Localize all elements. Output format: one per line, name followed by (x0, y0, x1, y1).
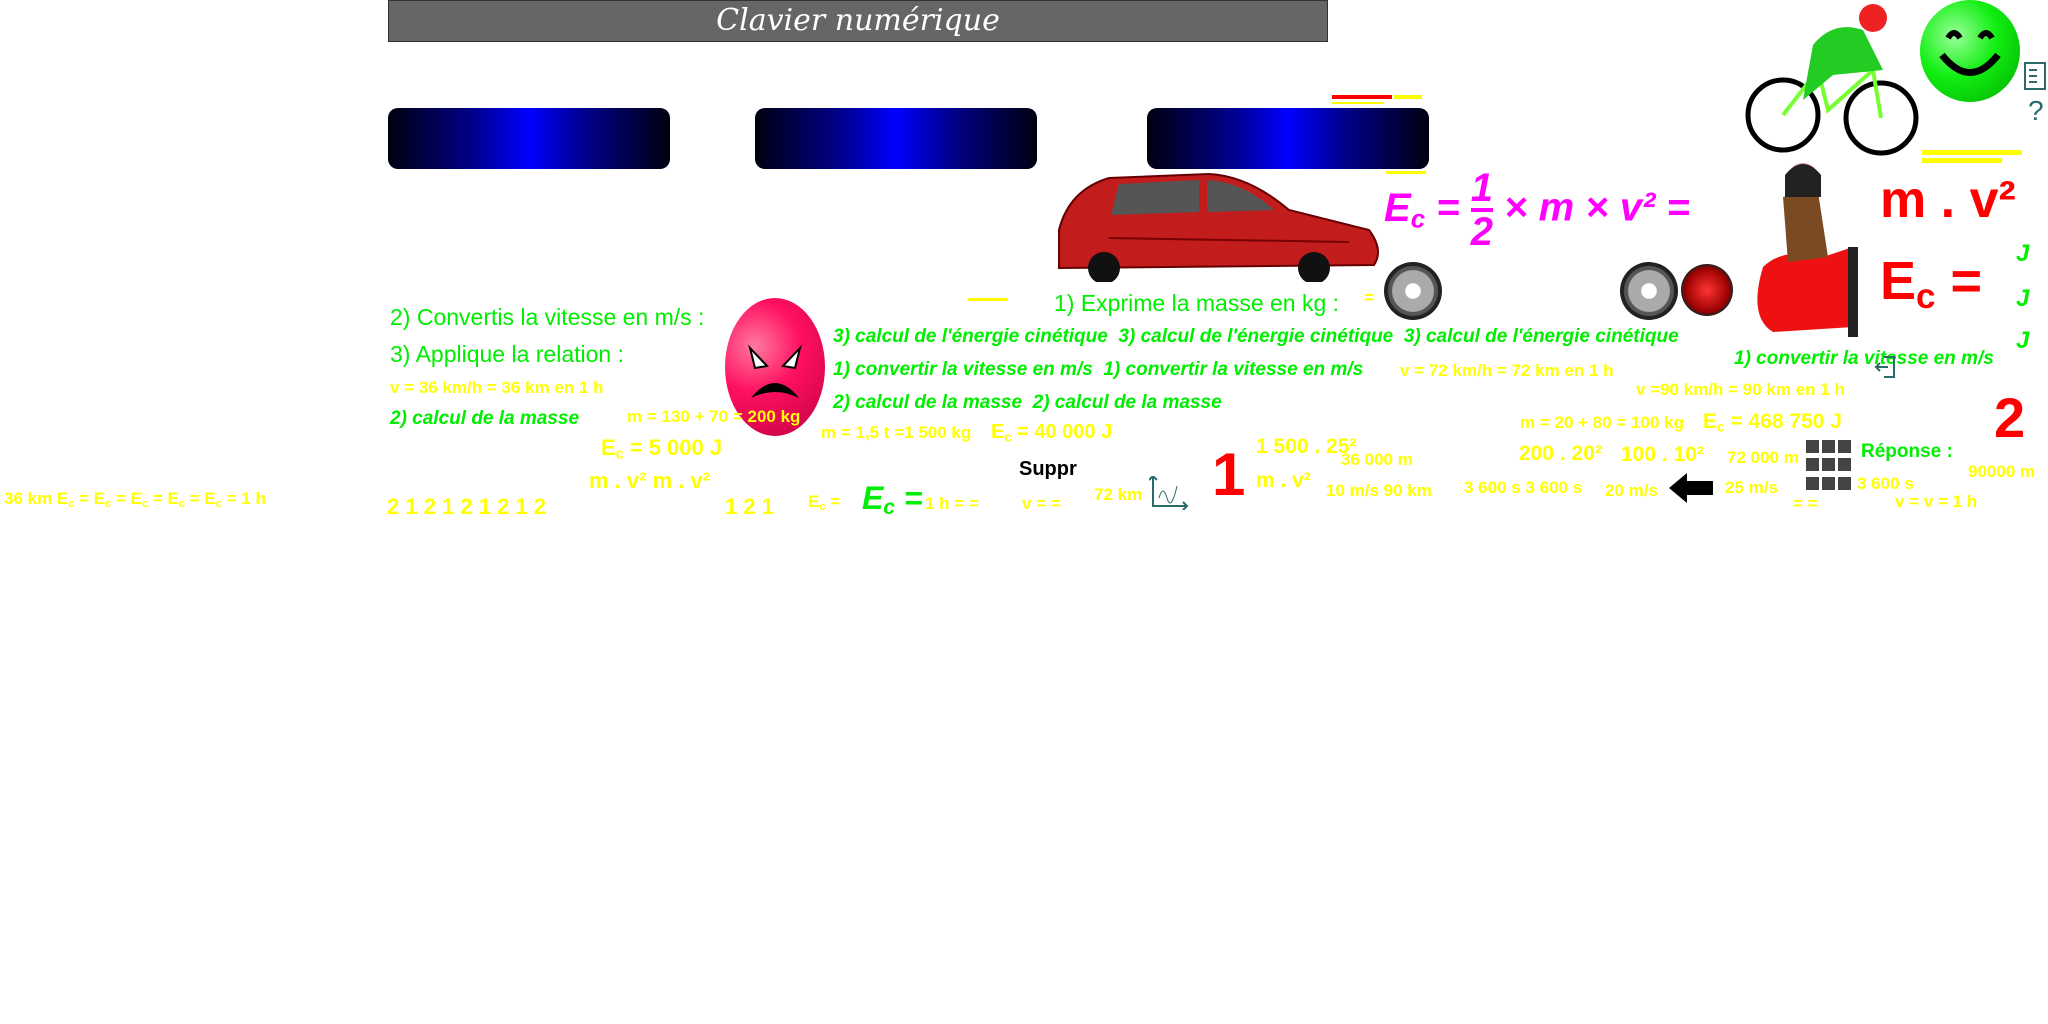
blue-button-2[interactable] (755, 108, 1037, 169)
v36-text: v = 36 km/h = 36 km en 1 h (390, 378, 604, 397)
step-energy: 3) calcul de l'énergie cinétique (1118, 326, 1394, 347)
v-equals-text: v = v = 1 h (1895, 492, 1978, 511)
time-3600-pair: 3 600 s 3 600 s (1464, 478, 1583, 497)
exit-icon[interactable] (1874, 355, 1896, 379)
big-number-two: 2 (1994, 386, 2026, 449)
checklist-icon[interactable]: ? (2024, 62, 2046, 124)
step-convert: 1) convertir la vitesse en m/s (1103, 359, 1364, 380)
calc-200: 200 . 20² (1519, 442, 1602, 465)
keypad-icon[interactable] (1806, 440, 1852, 492)
step-energy: 3) calcul de l'énergie cinétique (1403, 326, 1679, 347)
calc-1500: 1 500 . 25² (1256, 435, 1357, 458)
reponse-label: Réponse : (1861, 441, 1953, 462)
page-title: Clavier numérique (716, 3, 1000, 38)
ec40000-text: Ec = 40 000 J (991, 421, 1113, 445)
convert-steps: 1) convertir la vitesse en m/s 1) conver… (833, 359, 1363, 381)
yellow-line-decoration (1386, 171, 1426, 174)
step-convert: 1) convertir la vitesse en m/s (833, 359, 1093, 380)
blue-button-3[interactable] (1147, 108, 1429, 169)
instruction-mass: 1) Exprime la masse en kg : (1054, 290, 1340, 316)
yellow-line-decoration (1922, 150, 2022, 155)
mv2-pair-text: m . v² m . v² (589, 468, 711, 493)
svg-text:?: ? (2028, 95, 2044, 124)
step-mass-left: 2) calcul de la masse (390, 408, 580, 429)
title-bar: Clavier numérique (388, 0, 1328, 42)
mv2-text: m . v² (1256, 469, 1311, 492)
v-equals: v = = (1022, 494, 1061, 513)
digit-row-2: 1 2 1 (725, 494, 774, 519)
ec-big-green: Ec = (862, 480, 923, 520)
step-mass: 2) calcul de la masse (833, 392, 1023, 413)
ec468750-text: Ec = 468 750 J (1703, 410, 1842, 435)
yellow-line-decoration (1394, 95, 1422, 99)
red-car-image (1058, 172, 1379, 282)
joule-unit: J (2016, 327, 2030, 354)
distance-36000: 36 000 m (1341, 450, 1413, 469)
back-arrow-icon[interactable] (1669, 473, 1713, 503)
speed-10: 10 m/s 90 km (1326, 481, 1432, 500)
formula-denominator: 2 (1470, 210, 1494, 254)
m200-text: m = 130 + 70 = 200 kg (627, 407, 801, 426)
big-ec-text: Ec = (1880, 251, 1983, 316)
calc-100: 100 . 10² (1621, 443, 1704, 466)
big-mv2-text: m . v² (1880, 171, 2016, 229)
wheel-icon[interactable] (1620, 262, 1678, 320)
red-line-decoration (1332, 95, 1392, 99)
formula-equals: = (1436, 185, 1460, 230)
suppr-button[interactable]: Suppr (1019, 458, 1077, 480)
joule-unit: J (2016, 285, 2030, 312)
formula-rest: × m × v² = (1504, 185, 1690, 230)
bottom-left-row: 36 km Ec = Ec = Ec = Ec = Ec = 1 h (4, 489, 266, 510)
kinetic-energy-formula: Ec = 1 2 × m × v² = (1384, 168, 1690, 252)
angry-face-icon (725, 298, 825, 436)
digit-row: 2 1 2 1 2 1 2 1 2 (387, 494, 547, 519)
yellow-line-decoration (1922, 158, 2002, 163)
energy-steps: 3) calcul de l'énergie cinétique 3) calc… (833, 326, 1679, 348)
speed-20: 20 m/s (1605, 481, 1658, 500)
step-energy: 3) calcul de l'énergie cinétique (833, 326, 1108, 347)
ec5000-text: Ec = 5 000 J (601, 435, 723, 463)
step-mass: 2) calcul de la masse (1032, 392, 1222, 413)
v72-text: v = 72 km/h = 72 km en 1 h (1400, 361, 1614, 380)
distance-90000: 90000 m (1968, 462, 2036, 481)
happy-smiley-icon (1920, 0, 2020, 102)
km72-text: 72 km (1094, 485, 1143, 504)
mass-steps: 2) calcul de la masse 2) calcul de la ma… (833, 392, 1222, 414)
graph-icon[interactable] (1149, 476, 1189, 510)
equals-pair: = = (1793, 494, 1818, 513)
formula-lhs: Ec (1384, 185, 1426, 234)
step-convert-right: 1) convertir la vitesse en m/s (1734, 348, 1994, 369)
ec-small: Ec = (808, 492, 841, 513)
instruction-convert: 2) Convertis la vitesse en m/s : (390, 304, 705, 330)
hour-equals: 1 h = = (925, 494, 979, 513)
instruction-apply: 3) Applique la relation : (390, 341, 624, 367)
v90-text: v =90 km/h = 90 km en 1 h (1636, 380, 1845, 399)
yellow-line-decoration (968, 298, 1008, 301)
formula-numerator: 1 (1470, 166, 1494, 212)
big-number-one: 1 (1212, 441, 1246, 508)
scooter-rider-image (1757, 163, 1858, 337)
small-equals: = (1364, 288, 1374, 307)
speed-25: 25 m/s (1725, 478, 1778, 497)
time-3600: 3 600 s (1857, 474, 1914, 493)
m1500-text: m = 1,5 t =1 500 kg (821, 423, 972, 442)
m100-text: m = 20 + 80 = 100 kg (1520, 413, 1684, 432)
blue-button-1[interactable] (388, 108, 670, 169)
cyclist-image (1745, 4, 1919, 156)
distance-72000: 72 000 m (1727, 448, 1799, 467)
yellow-line-decoration (1332, 102, 1384, 104)
joule-unit: J (2016, 240, 2030, 267)
red-wheel-icon[interactable] (1681, 264, 1733, 316)
wheel-icon[interactable] (1384, 262, 1442, 320)
